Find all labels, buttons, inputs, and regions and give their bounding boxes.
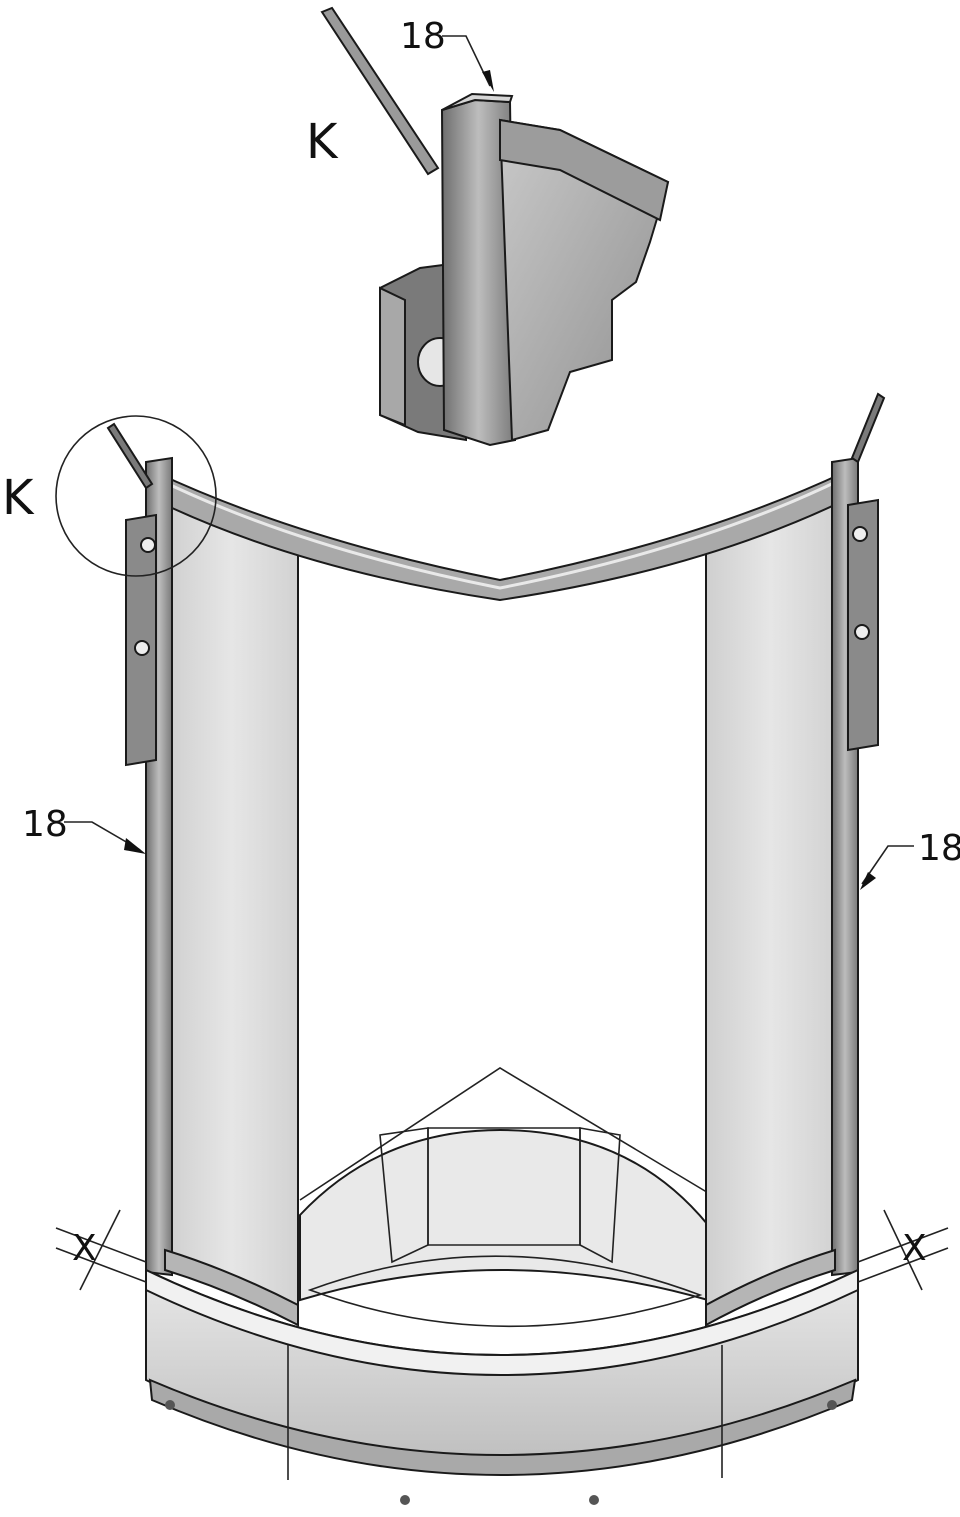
gap-line-left-1 — [55, 1227, 147, 1263]
gap-line-left-2 — [55, 1247, 147, 1283]
gap-tick-left — [79, 1209, 121, 1291]
tray-foot-2 — [400, 1495, 410, 1505]
top-curved-rail-highlight — [159, 478, 841, 590]
label-gap-left: X — [72, 1228, 97, 1269]
wall-bracket-left — [125, 513, 157, 767]
tray-bottom-band — [148, 1378, 857, 1476]
arrow-profile-top — [482, 70, 494, 92]
gap-line-right-2 — [857, 1247, 949, 1283]
label-detail-k-top: K — [306, 114, 339, 170]
arrow-profile-right — [860, 872, 876, 890]
tray-inner-floor — [307, 1255, 703, 1328]
bracket-hole-left-1 — [140, 537, 156, 553]
rod-right — [850, 392, 886, 464]
leader-profile-right — [861, 845, 914, 885]
detail-rod — [320, 6, 440, 176]
tray-foot-4 — [827, 1400, 837, 1410]
glass-panel-left — [164, 483, 299, 1312]
gap-tick-right — [883, 1209, 923, 1291]
detail-profile-top — [441, 92, 514, 111]
enclosure-group: K — [2, 392, 886, 1505]
bracket-hole-right-2 — [854, 624, 870, 640]
label-detail-k-side: K — [2, 470, 35, 526]
bracket-hole-right-1 — [852, 526, 868, 542]
leader-profile-left — [64, 821, 141, 851]
side-labels-group: 18 18 — [22, 804, 960, 890]
leader-profile-top — [442, 35, 491, 87]
tray-corner-guides — [299, 1067, 721, 1201]
gap-line-right-1 — [857, 1227, 949, 1263]
detail-glass-seal — [499, 118, 670, 222]
arrow-profile-left — [124, 838, 146, 854]
tray-foot-1 — [165, 1400, 175, 1410]
label-gap-right: X — [902, 1228, 927, 1269]
tray-top-lip — [145, 1268, 859, 1376]
detail-wall-block-face — [379, 286, 406, 427]
gap-marks-group: X X — [55, 1209, 949, 1291]
tray-inner-wall-center — [427, 1127, 581, 1246]
bottom-rail-right — [705, 1248, 836, 1327]
label-profile-top: 18 — [400, 16, 446, 57]
tray-foot-3 — [589, 1495, 599, 1505]
detail-k-group: 18 K — [306, 6, 670, 447]
label-profile-left: 18 — [22, 804, 68, 845]
rod-left — [106, 422, 154, 490]
bracket-hole-left-2 — [134, 640, 150, 656]
bottom-rail-left — [164, 1248, 299, 1327]
detail-k-circle — [55, 415, 217, 577]
label-profile-right: 18 — [918, 828, 960, 869]
glass-panel-right — [705, 483, 836, 1312]
